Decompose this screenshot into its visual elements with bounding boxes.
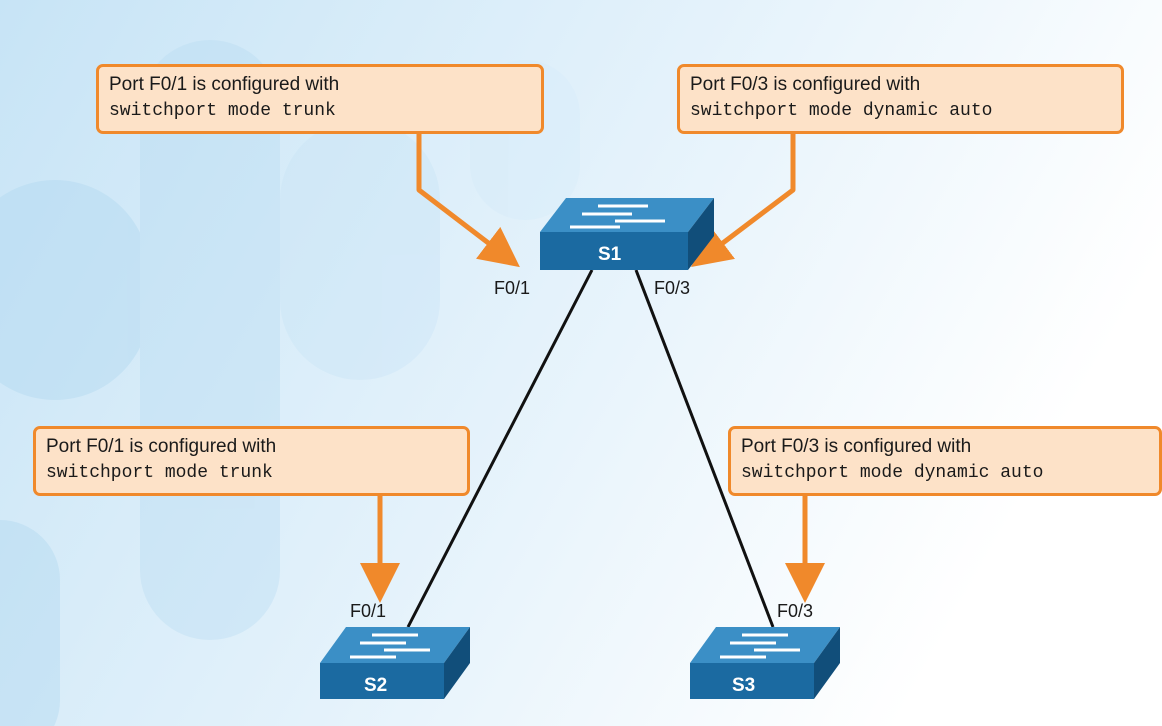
callout-s1-f01: Port F0/1 is configured with switchport … xyxy=(96,64,544,134)
switch-s3-label: S3 xyxy=(732,675,755,696)
callout-s1-f03-text: Port F0/3 is configured with xyxy=(690,74,921,95)
link-s1-s2 xyxy=(406,269,594,628)
arrow-s1-f03 xyxy=(691,134,796,268)
callout-s3-f03-text: Port F0/3 is configured with xyxy=(741,436,972,457)
switch-s1-label: S1 xyxy=(598,244,622,265)
switch-s2-label: S2 xyxy=(364,675,387,696)
callout-s1-f03: Port F0/3 is configured with switchport … xyxy=(677,64,1124,134)
port-label-s1-f03: F0/3 xyxy=(654,278,691,298)
port-label-s3-f03: F0/3 xyxy=(777,601,814,621)
callout-s2-f01-command: switchport mode trunk xyxy=(46,463,273,483)
callout-s1-f01-text: Port F0/1 is configured with xyxy=(109,74,340,95)
port-label-s2-f01: F0/1 xyxy=(350,601,387,621)
switch-s3[interactable]: S3 xyxy=(690,627,840,699)
port-label-s1-f01: F0/1 xyxy=(494,278,531,298)
callout-s1-f01-command: switchport mode trunk xyxy=(109,101,336,121)
callout-s1-f03-command: switchport mode dynamic auto xyxy=(690,101,993,121)
callout-s3-f03-command: switchport mode dynamic auto xyxy=(741,463,1044,483)
callout-s3-f03: Port F0/3 is configured with switchport … xyxy=(728,426,1162,496)
callout-s2-f01-text: Port F0/1 is configured with xyxy=(46,436,277,457)
switch-s1[interactable]: S1 xyxy=(540,198,714,270)
switch-s2[interactable]: S2 xyxy=(320,627,470,699)
link-s1-s3 xyxy=(634,269,775,628)
callout-s2-f01: Port F0/1 is configured with switchport … xyxy=(33,426,470,496)
arrow-s1-f01 xyxy=(416,134,520,268)
